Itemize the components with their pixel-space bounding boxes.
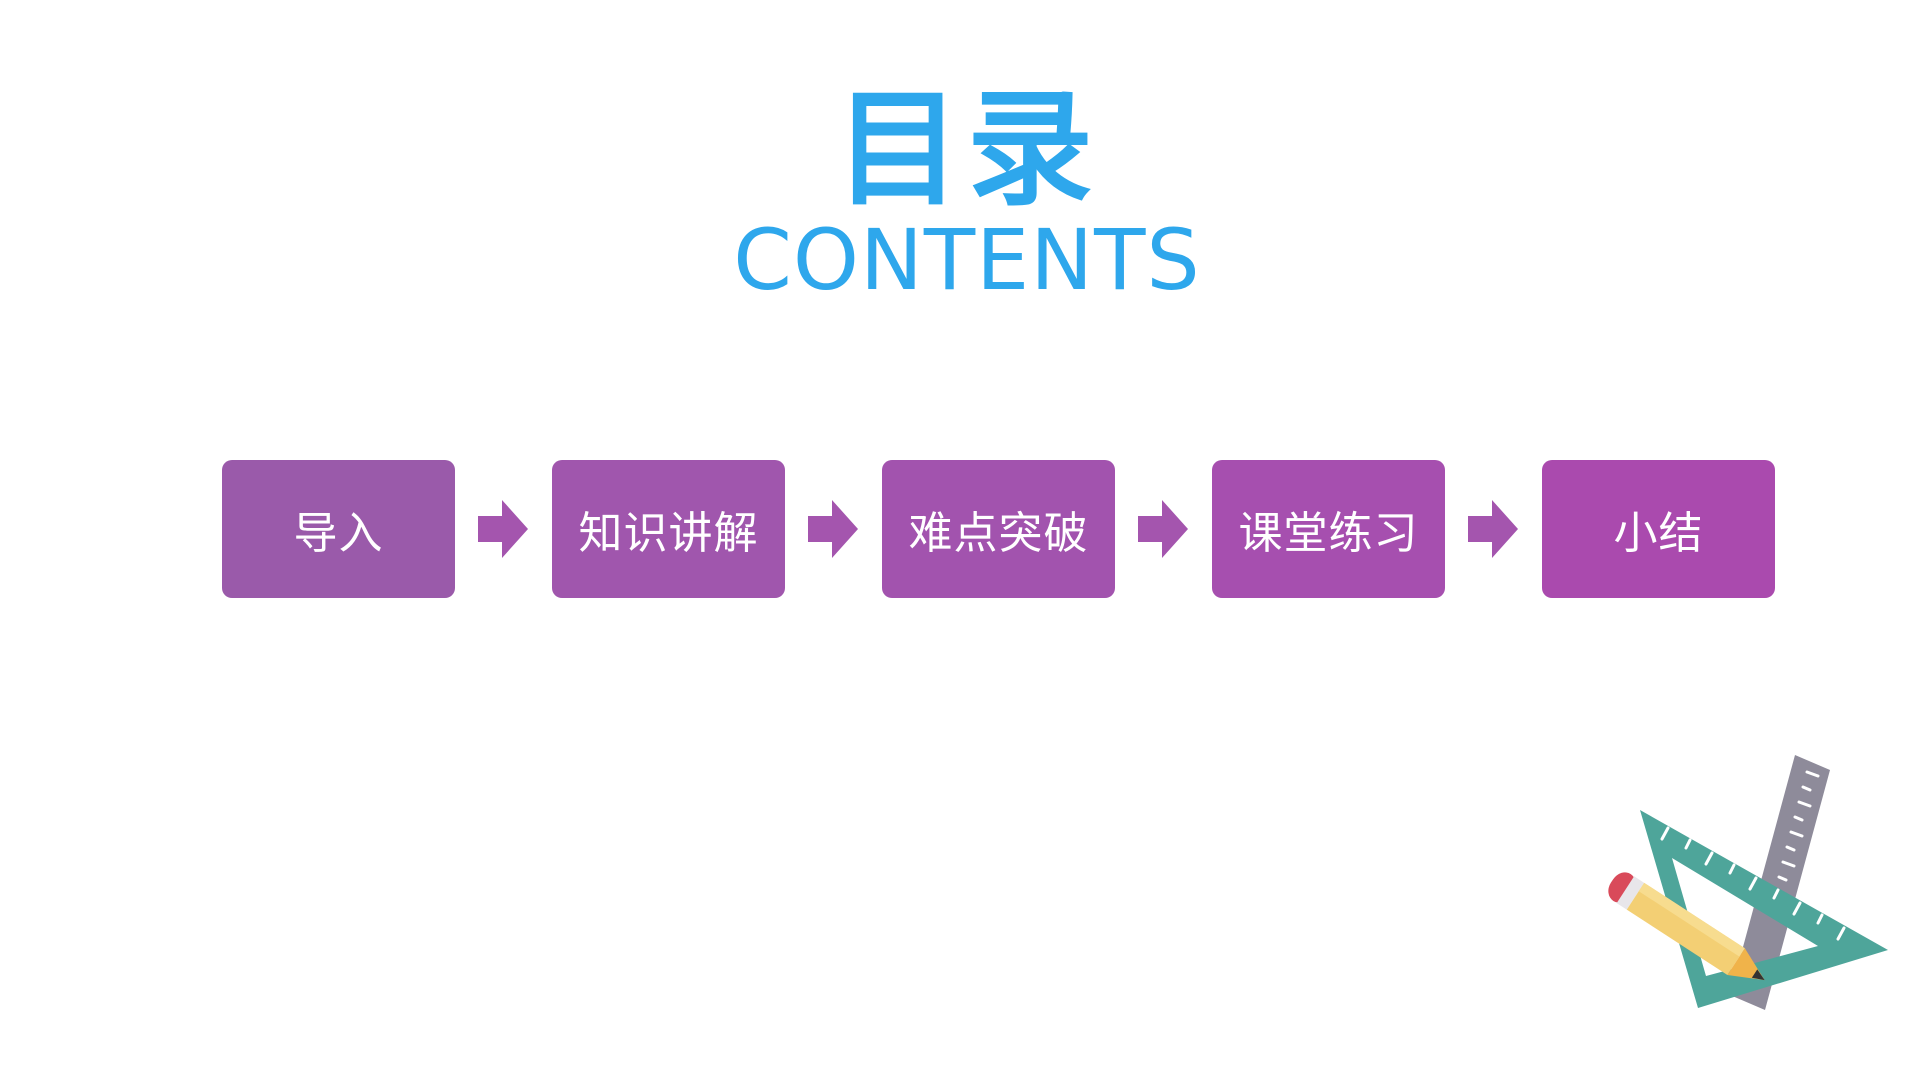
step-label: 难点突破 xyxy=(908,508,1089,559)
step-label: 小结 xyxy=(1613,508,1704,559)
step-knowledge[interactable]: 知识讲解 xyxy=(552,460,785,598)
step-label: 课堂练习 xyxy=(1238,508,1419,559)
title-block: 目录 CONTENTS xyxy=(0,76,1920,309)
step-practice[interactable]: 课堂练习 xyxy=(1212,460,1445,598)
step-intro[interactable]: 导入 xyxy=(222,460,455,598)
right-arrow-icon xyxy=(808,500,858,558)
step-difficulty[interactable]: 难点突破 xyxy=(882,460,1115,598)
ruler-triangle-pencil-icon xyxy=(1608,755,1888,1010)
step-summary[interactable]: 小结 xyxy=(1542,460,1775,598)
right-arrow-icon xyxy=(478,500,528,558)
title-english: CONTENTS xyxy=(733,211,1201,309)
right-arrow-icon xyxy=(1138,500,1188,558)
right-arrow-icon xyxy=(1468,500,1518,558)
step-label: 导入 xyxy=(293,508,384,559)
title-chinese: 目录 xyxy=(835,76,1099,223)
pencil-icon xyxy=(1608,872,1765,981)
set-square-icon xyxy=(1640,810,1888,1008)
step-label: 知识讲解 xyxy=(578,508,759,559)
